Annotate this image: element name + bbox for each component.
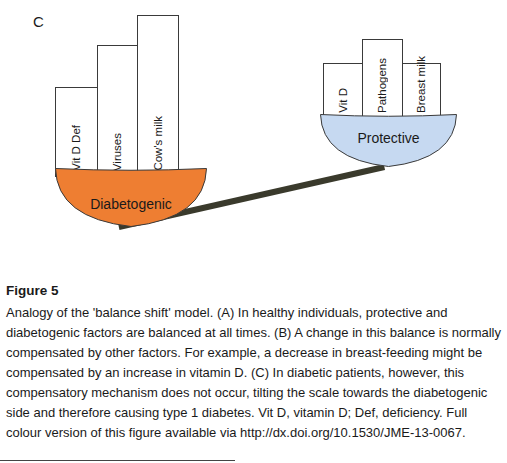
pan-label: Diabetogenic: [55, 196, 207, 212]
pan-outline: [56, 169, 207, 227]
factor-box: Viruses: [97, 45, 138, 177]
factor-label: Cow's milk: [152, 116, 165, 171]
factor-box: Vit D Def: [55, 87, 98, 177]
factor-box: Breast milk: [402, 63, 441, 119]
pan-outline: [321, 115, 457, 167]
factor-box: Vit D: [323, 63, 363, 119]
factor-label: Breast milk: [415, 56, 428, 113]
balance-pan: Diabetogenic: [55, 168, 207, 227]
balance-pan: Protective: [320, 114, 457, 167]
bottom-rule: [0, 460, 235, 461]
factor-label: Viruses: [111, 133, 124, 171]
factor-label: Vit D Def: [70, 125, 83, 171]
pan-label: Protective: [320, 130, 457, 146]
factor-label: Vit D: [337, 88, 350, 113]
figure-title: Figure 5: [6, 283, 59, 298]
factor-box: Cow's milk: [137, 15, 179, 177]
factor-box: Pathogens: [362, 39, 403, 119]
factor-label: Pathogens: [376, 58, 389, 113]
panel-letter: C: [33, 13, 44, 30]
figure-caption: Analogy of the 'balance shift' model. (A…: [6, 303, 503, 443]
